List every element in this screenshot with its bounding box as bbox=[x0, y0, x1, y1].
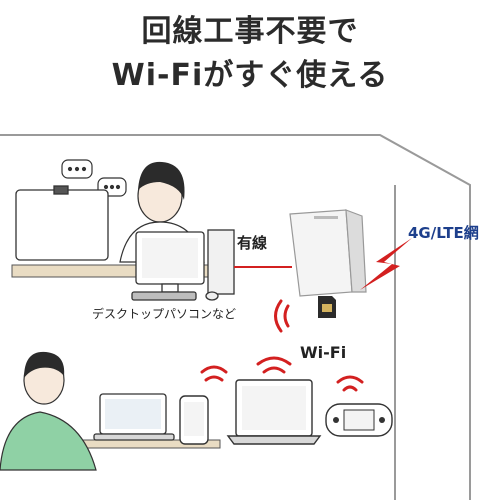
wifi-label: Wi-Fi bbox=[300, 343, 347, 362]
headline-line-1: 回線工事不要で bbox=[141, 14, 359, 49]
house-outline bbox=[0, 134, 471, 500]
laptop-icon bbox=[93, 393, 175, 441]
sim-card-icon bbox=[318, 296, 336, 318]
lte-network-label: 4G/LTE網 bbox=[408, 224, 479, 242]
smartphone-icon bbox=[179, 395, 209, 445]
headline-line-2: Wi-Fiがすぐ使える bbox=[111, 58, 389, 93]
person-icon bbox=[0, 351, 97, 471]
router-icon bbox=[289, 209, 367, 297]
lightning-icon bbox=[360, 238, 412, 290]
game-console-icon bbox=[325, 403, 393, 437]
wifi-signal-icon bbox=[200, 365, 228, 382]
desktop-pc-label: デスクトップパソコンなど bbox=[92, 307, 237, 321]
wifi-signal-icon bbox=[336, 375, 364, 392]
desktop-pc-icon bbox=[131, 229, 235, 301]
wired-label: 有線 bbox=[237, 234, 268, 252]
wifi-signal-icon bbox=[274, 299, 290, 333]
laptop-icon bbox=[226, 379, 322, 445]
wifi-signal-icon bbox=[256, 356, 292, 374]
background-monitor bbox=[15, 185, 109, 261]
